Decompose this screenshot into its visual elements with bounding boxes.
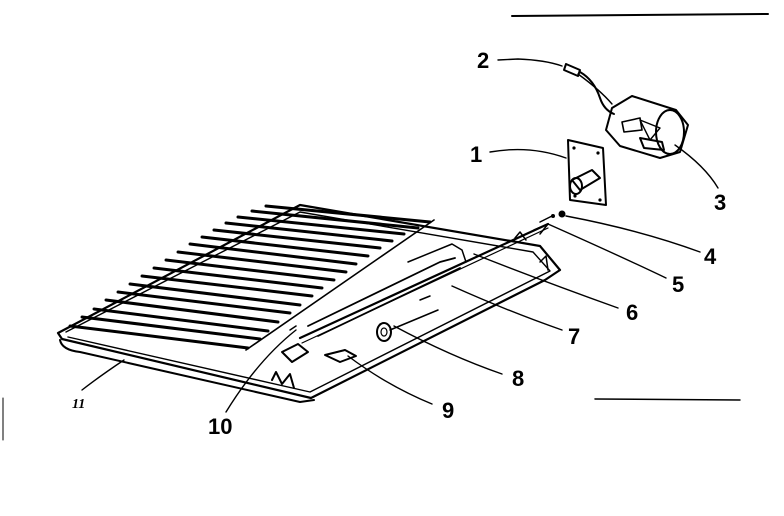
callout-4: 4: [704, 244, 717, 269]
callout-7: 7: [568, 324, 580, 349]
power-cord: [563, 63, 615, 115]
callout-9: 9: [442, 398, 454, 423]
callout-8: 8: [512, 366, 524, 391]
callout-1: 1: [470, 142, 482, 167]
bottom-border-line: [594, 398, 741, 401]
motor-bracket: [567, 139, 607, 206]
washer: [558, 210, 566, 218]
callout-11: 11: [72, 397, 85, 412]
callout-10: 10: [208, 414, 232, 439]
mounting-screw: [539, 214, 555, 223]
callout-5: 5: [672, 272, 684, 297]
spit-handle-and-collar: [281, 309, 439, 363]
oven-rack: [56, 203, 562, 403]
leader-lines: [81, 58, 719, 413]
callout-3: 3: [714, 190, 726, 215]
callout-2: 2: [477, 48, 489, 73]
rack-slats: [68, 204, 432, 350]
top-border-line: [511, 13, 769, 17]
spit-fork: [307, 243, 467, 337]
rotisserie-motor: [605, 95, 689, 159]
callout-6: 6: [626, 300, 638, 325]
spit-rod: [298, 222, 550, 344]
